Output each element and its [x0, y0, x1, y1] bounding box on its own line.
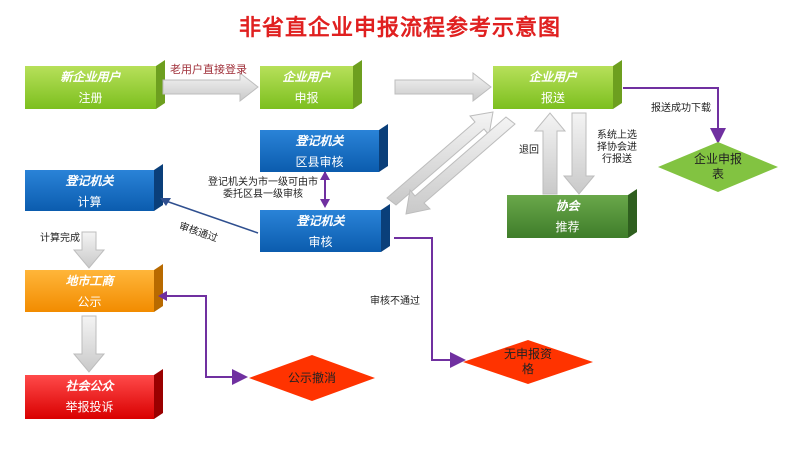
connector-lines	[158, 87, 726, 385]
report-download-label: 报送成功下载	[651, 103, 711, 114]
enterprise-submit-body: 报送	[540, 91, 565, 105]
enterprise-apply-body: 申报	[294, 91, 319, 105]
registry-review-heading: 登记机关	[296, 214, 345, 228]
system-select-label: 系统上选 择协会进 行报送	[597, 130, 637, 165]
review-fail-label: 审核不通过	[370, 296, 420, 307]
arrow-association-return	[533, 112, 567, 195]
enterprise-apply-box: 企业用户 申报	[260, 66, 353, 109]
enterprise-apply-heading: 企业用户	[282, 70, 331, 84]
registry-note-label: 登记机关为市一级可由市 委托区县一级审核	[208, 177, 318, 200]
old-user-login-label: 老用户直接登录	[170, 63, 247, 76]
registry-calc-heading: 登记机关	[65, 174, 114, 188]
association-box: 协会 推荐	[507, 195, 628, 238]
registry-county-heading: 登记机关	[295, 134, 344, 148]
registry-county-body: 区县审核	[295, 155, 344, 169]
box-depth-shapes	[154, 60, 637, 419]
report-table-label: 企业申报 表	[693, 152, 742, 181]
new-user-body: 注册	[78, 91, 103, 105]
report-table-diamond	[658, 142, 778, 192]
registry-calc-box: 登记机关 计算	[25, 170, 154, 211]
enterprise-submit-heading: 企业用户	[528, 70, 577, 84]
registry-review-box: 登记机关 审核	[260, 210, 381, 252]
calc-done-label: 计算完成	[40, 233, 80, 244]
arrow-submit-to-association	[562, 112, 596, 195]
new-user-box: 新企业用户 注册	[25, 66, 156, 109]
page-title: 非省直企业申报流程参考示意图	[238, 16, 561, 41]
enterprise-submit-box: 企业用户 报送	[493, 66, 613, 109]
flow-arrows	[72, 71, 596, 373]
city-commerce-box: 地市工商 公示	[25, 270, 154, 312]
association-heading: 协会	[555, 199, 580, 213]
registry-county-box: 登记机关 区县审核	[260, 130, 379, 172]
public-body: 举报投诉	[65, 400, 114, 414]
no-qualification-label: 无申报资 格	[503, 347, 552, 376]
registry-review-body: 审核	[308, 235, 333, 249]
arrow-newuser-to-apply	[162, 71, 259, 103]
public-heading: 社会公众	[65, 379, 114, 393]
public-box: 社会公众 举报投诉	[25, 375, 154, 419]
revoke-diamond	[249, 355, 375, 401]
arrow-submit-to-review	[405, 116, 516, 215]
no-qualification-diamond	[463, 340, 593, 384]
city-commerce-heading: 地市工商	[65, 274, 114, 288]
city-commerce-body: 公示	[77, 295, 102, 309]
arrow-calc-to-city	[72, 231, 106, 269]
registry-calc-body: 计算	[77, 195, 102, 209]
arrow-apply-to-submit	[394, 71, 492, 103]
arrow-city-to-public	[72, 315, 106, 373]
association-body: 推荐	[555, 220, 580, 234]
revoke-label: 公示撤消	[287, 371, 336, 385]
arrow-review-to-submit	[386, 111, 494, 206]
new-user-heading: 新企业用户	[60, 70, 121, 84]
return-label: 退回	[519, 145, 539, 156]
